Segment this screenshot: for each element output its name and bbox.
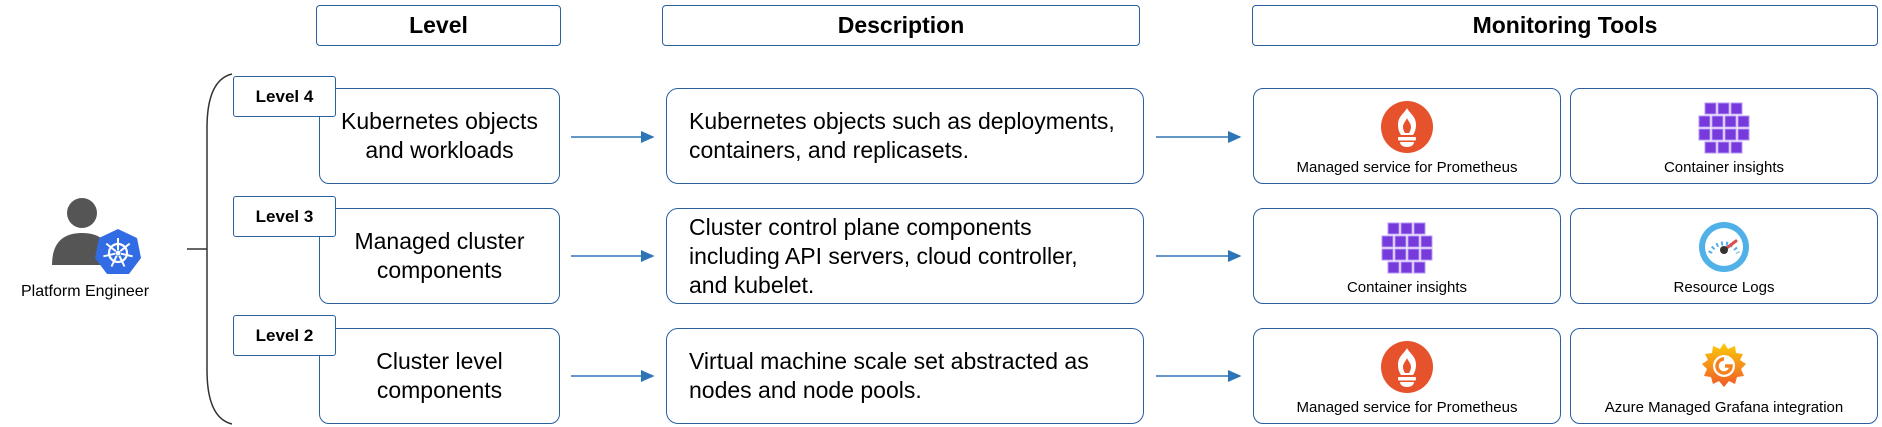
header-level: Level [316,5,561,46]
tool-label: Azure Managed Grafana integration [1604,399,1844,416]
level-title-line: components [376,257,503,283]
gauge-icon [1699,222,1749,272]
level-title-line: components [376,377,503,403]
level-tag-4: Level 4 [233,76,336,117]
container-insights-icon [1381,222,1433,274]
level-title-line: Kubernetes objects [341,108,538,134]
tool-card-container-insights: Container insights [1570,88,1878,184]
level-title-line: Managed cluster [354,228,525,254]
level-tag-3: Level 3 [233,196,336,237]
description-line: Virtual machine scale set abstracted as [689,348,1089,374]
tool-label: Managed service for Prometheus [1296,399,1518,416]
tool-card-resource-logs: Resource Logs [1570,208,1878,304]
prometheus-icon [1381,101,1433,153]
tool-card-grafana: Azure Managed Grafana integration [1570,328,1878,424]
platform-engineer [0,195,170,310]
persona-label: Platform Engineer [20,283,150,300]
header-description: Description [662,5,1140,46]
level-tag-2: Level 2 [233,315,336,356]
description-line: and kubelet. [689,271,815,298]
tool-label: Resource Logs [1673,279,1775,296]
description-card-4: Kubernetes objects such as deployments, … [666,88,1144,184]
container-insights-icon [1698,102,1750,154]
description-line: Kubernetes objects such as deployments, [689,108,1115,134]
header-monitoring-tools: Monitoring Tools [1252,5,1878,46]
level-title-line: Cluster level [376,348,503,374]
tool-label: Container insights [1346,279,1468,296]
level-card-2: Cluster level components [319,328,560,424]
description-line: containers, and replicasets. [689,137,969,163]
tool-card-prometheus: Managed service for Prometheus [1253,88,1561,184]
tool-label: Managed service for Prometheus [1296,159,1518,176]
description-line: including API servers, cloud controller, [689,242,1078,269]
description-card-2: Virtual machine scale set abstracted as … [666,328,1144,424]
bracket [206,73,233,425]
tool-label: Container insights [1663,159,1785,176]
prometheus-icon [1381,341,1433,393]
level-title-line: and workloads [365,137,514,163]
grafana-icon [1702,343,1746,387]
description-card-3: Cluster control plane components includi… [666,208,1144,304]
description-line: nodes and node pools. [689,377,922,403]
level-card-4: Kubernetes objects and workloads [319,88,560,184]
description-line: Cluster control plane components [689,213,1032,240]
user-kubernetes-icon [52,198,141,274]
tool-card-prometheus: Managed service for Prometheus [1253,328,1561,424]
tool-card-container-insights: Container insights [1253,208,1561,304]
level-card-3: Managed cluster components [319,208,560,304]
